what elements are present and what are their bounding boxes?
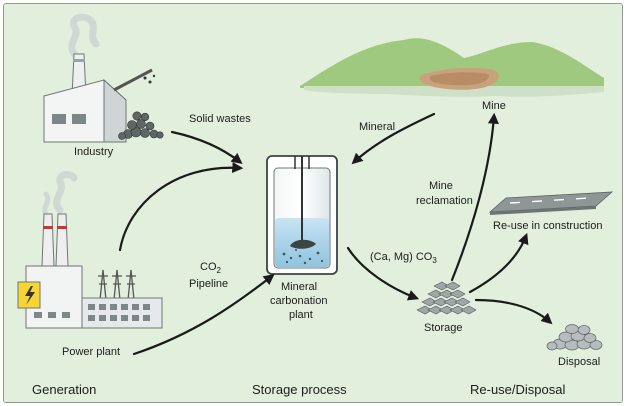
- industry-label: Industry: [74, 146, 114, 158]
- mine-reclamation-label-line2: reclamation: [416, 195, 473, 207]
- storage-label: Storage: [424, 322, 463, 334]
- co2-label: CO2: [200, 261, 222, 275]
- plant-label-line3: plant: [289, 309, 313, 321]
- diagram-frame: Industry Solid wastes Power plant: [3, 3, 623, 403]
- mine-hill-icon: [300, 38, 604, 97]
- arrow-plant-to-storage: [346, 246, 420, 301]
- power-plant-label: Power plant: [62, 346, 120, 358]
- power-plant-icon: [17, 171, 163, 329]
- mineral-label: Mineral: [359, 121, 395, 133]
- mine-label: Mine: [482, 100, 506, 112]
- arrow-storage-to-construction: [468, 232, 529, 294]
- arrow-co2-pipeline: [132, 273, 275, 356]
- disposal-label: Disposal: [558, 356, 600, 368]
- arrow-powerplant-to-plant: [118, 162, 244, 252]
- section-reuse-disposal: Re-use/Disposal: [470, 382, 565, 397]
- reuse-construction-label: Re-use in construction: [493, 220, 602, 232]
- arrow-storage-to-disposal: [474, 298, 553, 325]
- diagram-canvas: Industry Solid wastes Power plant: [4, 4, 622, 402]
- plant-label-line1: Mineral: [281, 281, 317, 293]
- plant-label-line2: carbonation: [270, 295, 328, 307]
- section-storage-process: Storage process: [252, 382, 347, 397]
- arrow-mineral-to-plant: [351, 112, 436, 165]
- carbonate-label: (Ca, Mg) CO3: [370, 251, 437, 265]
- disposal-pile-icon: [546, 324, 603, 351]
- arrow-storage-to-mine: [450, 112, 499, 282]
- reactor-icon: [266, 155, 338, 275]
- pipeline-label: Pipeline: [189, 278, 228, 290]
- solid-wastes-label: Solid wastes: [189, 113, 251, 125]
- rock-pile-icon: [416, 281, 477, 315]
- mine-reclamation-label-line1: Mine: [429, 180, 453, 192]
- factory-icon: [43, 13, 164, 143]
- road-icon: [488, 191, 614, 215]
- arrow-industry-to-plant: [170, 130, 243, 165]
- section-generation: Generation: [32, 382, 96, 397]
